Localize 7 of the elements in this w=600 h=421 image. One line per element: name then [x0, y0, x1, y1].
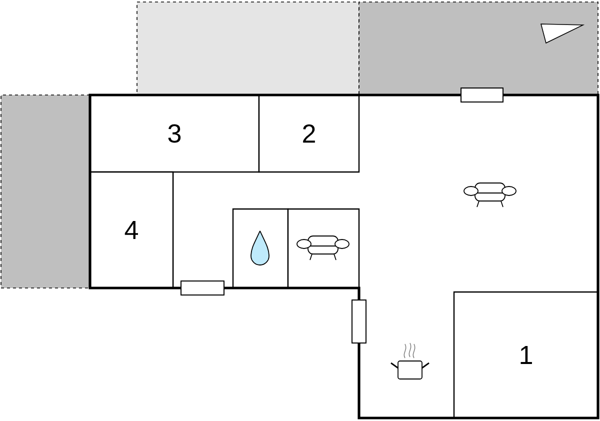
terrace-area: [136, 2, 360, 96]
terrace-area: [358, 2, 598, 96]
room-box: 4: [89, 171, 174, 289]
room-box: 3: [89, 94, 260, 173]
terrace-area: [0, 94, 90, 288]
room-box: 1: [453, 291, 599, 419]
room-box: 2: [258, 94, 360, 173]
